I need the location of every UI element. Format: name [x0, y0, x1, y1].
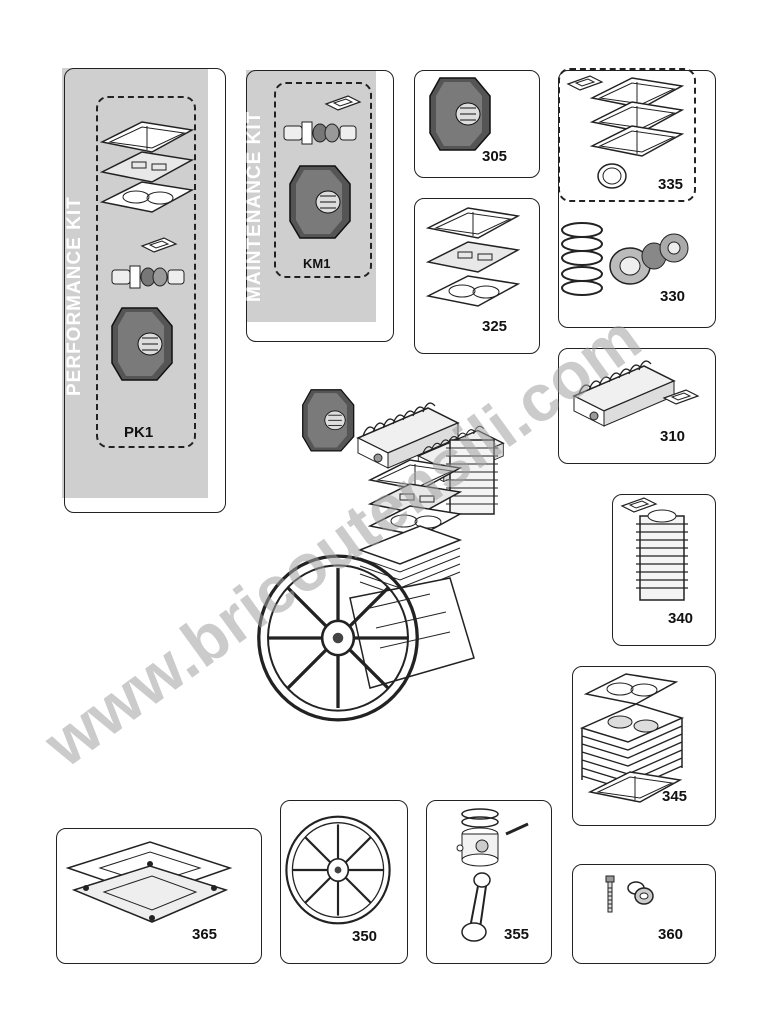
air-filter-305 [429, 77, 491, 151]
part-number-335: 335 [658, 176, 684, 193]
part-number-340: 340 [668, 610, 694, 627]
assembled-compressor-pump [257, 389, 504, 722]
rings-330 [561, 222, 603, 296]
crankcase-gasket-365 [65, 841, 233, 923]
performance-kit-title: PERFORMANCE KIT [64, 196, 85, 396]
part-number-350: 350 [352, 928, 378, 945]
performance-kit-panel [64, 68, 226, 513]
part-box-360 [572, 864, 716, 964]
valve-assembly-330 [609, 233, 689, 285]
km1-air-filter [289, 165, 351, 239]
km1-label: KM1 [303, 256, 331, 271]
part-number-310: 310 [660, 428, 686, 445]
part-number-330: 330 [660, 288, 686, 305]
gasket-set-325 [427, 207, 519, 307]
part-box-350 [280, 800, 408, 964]
maintenance-kit-title: MAINTENANCE KIT [244, 110, 265, 302]
maintenance-kit-panel [246, 70, 394, 342]
part-number-360: 360 [658, 926, 684, 943]
piston-rod-355 [456, 808, 529, 942]
pk1-label: PK1 [124, 424, 154, 441]
part-number-305: 305 [482, 148, 508, 165]
cylinder-340 [621, 497, 688, 601]
pk1-air-filter [111, 307, 173, 381]
gasket-set-335 [567, 75, 683, 189]
part-number-325: 325 [482, 318, 508, 335]
flywheel-350 [285, 815, 391, 925]
bolt-washer-360 [605, 875, 654, 913]
part-number-345: 345 [662, 788, 688, 805]
km1-silencer [283, 95, 361, 145]
part-number-365: 365 [192, 926, 218, 943]
maintenance-kit-group [274, 82, 372, 278]
part-group-335 [558, 68, 696, 202]
cylinder-block-345 [579, 673, 685, 803]
pk1-silencer [111, 237, 185, 289]
part-number-355: 355 [504, 926, 530, 943]
performance-kit-group [96, 96, 196, 448]
pk1-gasket-set [101, 121, 193, 213]
